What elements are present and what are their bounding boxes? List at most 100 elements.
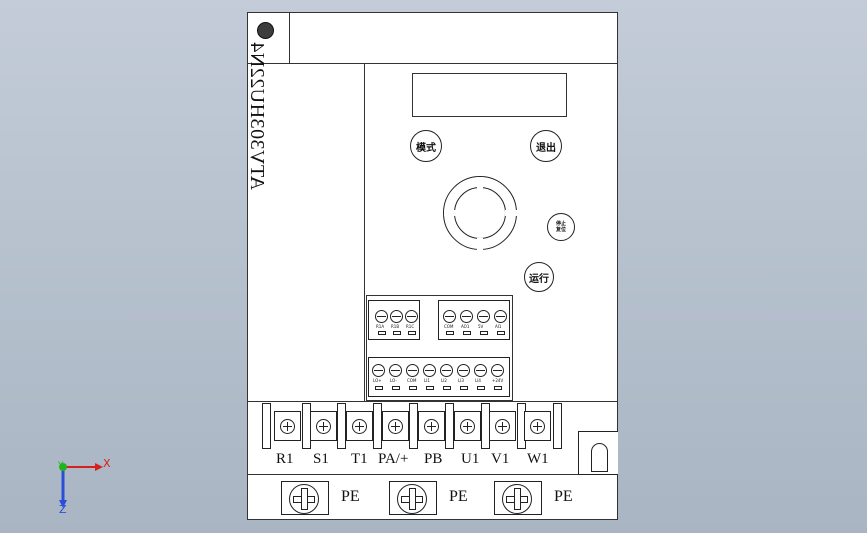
terminal-screw-icon <box>352 419 367 434</box>
control-terminal-label: AI1 <box>495 324 502 329</box>
stop-reset-label-1: 停止 <box>555 221 566 227</box>
power-terminal[interactable] <box>310 411 337 441</box>
control-terminal-label: LI2 <box>441 378 447 383</box>
dial-notch-right <box>505 210 517 216</box>
terminal-screw-icon <box>424 419 439 434</box>
power-terminal[interactable] <box>418 411 445 441</box>
mode-button-label: 模式 <box>416 142 436 154</box>
model-text: ATV303HU22N4 <box>246 41 268 190</box>
terminal-barrier <box>553 403 562 449</box>
axis-y-label: Y <box>58 461 64 471</box>
terminal-barrier <box>373 403 382 449</box>
control-terminal-slot <box>480 331 488 335</box>
power-terminal-label: R1 <box>276 451 294 467</box>
mounting-hole <box>257 22 274 39</box>
power-terminal[interactable] <box>454 411 481 441</box>
jog-dial-inner <box>454 187 506 239</box>
control-terminal-slot <box>426 386 434 390</box>
control-terminal-label: R1A <box>376 324 385 329</box>
terminal-screw-icon <box>495 419 510 434</box>
terminal-barrier <box>262 403 271 449</box>
control-terminal-screw[interactable] <box>494 310 507 323</box>
power-terminal[interactable] <box>346 411 373 441</box>
run-button-label: 运行 <box>529 273 549 285</box>
control-terminal-slot <box>393 331 401 335</box>
control-terminal-slot <box>494 386 502 390</box>
control-terminal-slot <box>408 331 416 335</box>
control-terminal-screw[interactable] <box>389 364 402 377</box>
dial-notch-top <box>477 177 483 189</box>
jog-dial[interactable] <box>443 176 517 250</box>
power-terminal[interactable] <box>274 411 301 441</box>
exit-button-label: 退出 <box>536 142 556 154</box>
control-terminal-label: LO- <box>390 378 397 383</box>
ground-terminal[interactable] <box>389 481 437 515</box>
control-terminal-screw[interactable] <box>477 310 490 323</box>
terminal-screw-icon <box>530 419 545 434</box>
axis-z-arrow <box>59 500 67 508</box>
axis-x-label: X <box>103 457 111 470</box>
power-terminal-label: W1 <box>527 451 549 467</box>
mode-button[interactable]: 模式 <box>410 130 442 162</box>
logic-terminal-block <box>368 357 510 397</box>
control-terminal-label: R1C <box>406 324 415 329</box>
dial-notch-bottom <box>477 238 483 250</box>
power-terminal-label: V1 <box>491 451 510 467</box>
ground-screw-icon <box>397 484 427 514</box>
divider-top-h <box>248 63 617 64</box>
mounting-slot <box>591 443 608 472</box>
control-terminal-label: 5V <box>478 324 484 329</box>
control-terminal-screw[interactable] <box>460 310 473 323</box>
divider-pe-h <box>248 474 578 475</box>
divider-power-h <box>248 401 617 402</box>
terminal-screw-icon <box>280 419 295 434</box>
axis-triad <box>59 463 103 508</box>
control-terminal-label: COM <box>444 324 454 329</box>
control-terminal-slot <box>460 386 468 390</box>
control-terminal-label: AO1 <box>461 324 470 329</box>
control-terminal-label: COM <box>407 378 417 383</box>
divider-left-v <box>364 64 365 402</box>
control-terminal-slot <box>477 386 485 390</box>
control-terminal-screw[interactable] <box>372 364 385 377</box>
control-terminal-screw[interactable] <box>405 310 418 323</box>
ground-terminal[interactable] <box>494 481 542 515</box>
ground-terminal[interactable] <box>281 481 329 515</box>
control-terminal-screw[interactable] <box>375 310 388 323</box>
ground-screw-icon <box>289 484 319 514</box>
ground-terminal-label: PE <box>554 488 573 505</box>
control-terminal-slot <box>463 331 471 335</box>
control-terminal-label: LO+ <box>373 378 382 383</box>
control-terminal-slot <box>409 386 417 390</box>
power-terminal[interactable] <box>382 411 409 441</box>
terminal-screw-icon <box>460 419 475 434</box>
axis-x-arrow <box>95 463 103 471</box>
terminal-screw-icon <box>316 419 331 434</box>
control-terminal-screw[interactable] <box>474 364 487 377</box>
control-terminal-slot <box>375 386 383 390</box>
lcd-display <box>412 73 567 117</box>
terminal-barrier <box>409 403 418 449</box>
control-terminal-screw[interactable] <box>406 364 419 377</box>
exit-button[interactable]: 退出 <box>530 130 562 162</box>
control-terminal-screw[interactable] <box>443 310 456 323</box>
control-terminal-screw[interactable] <box>390 310 403 323</box>
control-terminal-slot <box>378 331 386 335</box>
stop-reset-button[interactable]: 停止 复位 <box>547 213 575 241</box>
terminal-barrier <box>337 403 346 449</box>
dial-notch-left <box>444 210 456 216</box>
power-terminal-label: U1 <box>461 451 480 467</box>
control-terminal-screw[interactable] <box>440 364 453 377</box>
control-terminal-slot <box>446 331 454 335</box>
power-terminal[interactable] <box>524 411 551 441</box>
control-terminal-screw[interactable] <box>457 364 470 377</box>
run-button[interactable]: 运行 <box>524 262 554 292</box>
ground-terminal-label: PE <box>449 488 468 505</box>
control-terminal-label: LI3 <box>458 378 464 383</box>
power-terminal[interactable] <box>489 411 516 441</box>
control-terminal-screw[interactable] <box>423 364 436 377</box>
model-label: ATV303HU22N4 <box>246 42 268 350</box>
stop-reset-label-2: 复位 <box>555 227 566 233</box>
divider-top-left-v <box>289 13 290 63</box>
control-terminal-screw[interactable] <box>491 364 504 377</box>
